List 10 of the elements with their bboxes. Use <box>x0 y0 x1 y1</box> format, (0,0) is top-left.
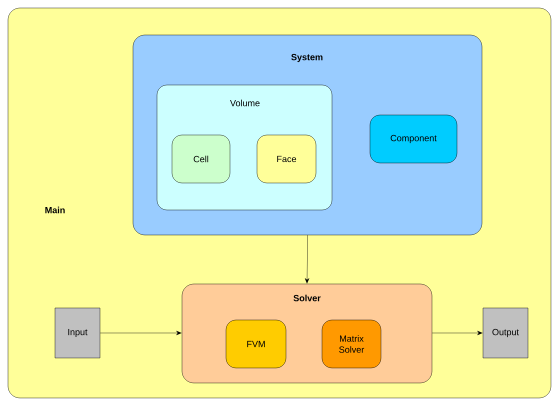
output-box: Output <box>482 308 528 358</box>
arrow <box>100 330 182 336</box>
process-box: Cell <box>172 134 230 184</box>
input-box: Input <box>54 308 100 358</box>
process-box: Face <box>256 134 316 184</box>
arrow <box>432 330 482 336</box>
process-box: FVM <box>226 320 286 368</box>
process-box: Component <box>370 114 458 164</box>
process-box: Matrix Solver <box>322 320 382 368</box>
arrow <box>304 235 310 284</box>
